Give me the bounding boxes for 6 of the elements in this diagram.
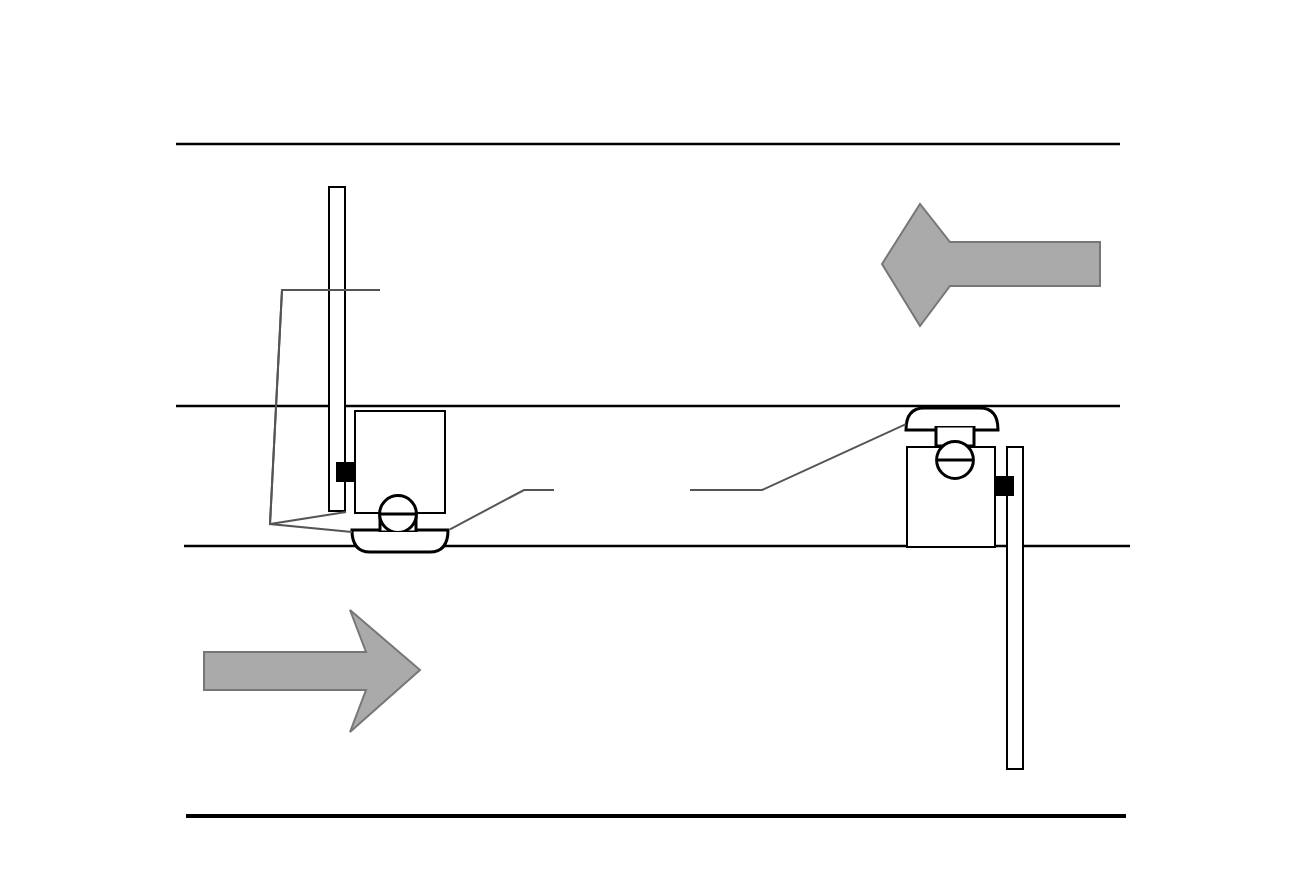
leader-line <box>449 489 555 531</box>
barrier-pole <box>1006 446 1024 770</box>
leader-line <box>689 423 907 491</box>
barrier-pole <box>328 186 346 512</box>
gate-booth <box>354 410 446 514</box>
camera <box>378 492 418 532</box>
